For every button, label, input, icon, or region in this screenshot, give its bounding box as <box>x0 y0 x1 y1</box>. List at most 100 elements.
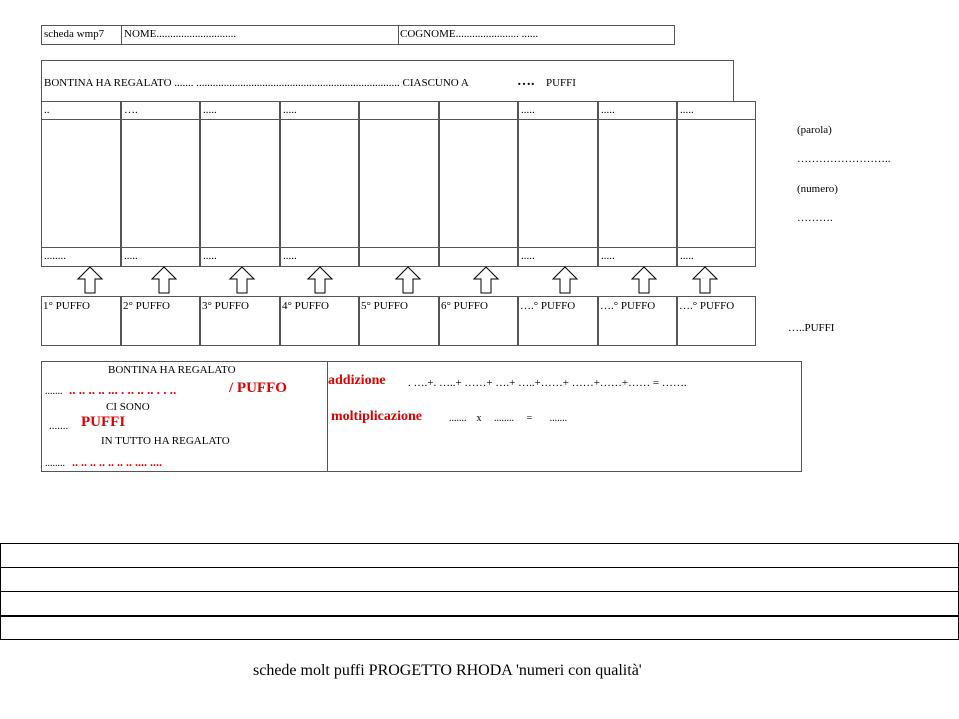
summary-line2-red-dots[interactable]: .. .. .. .. ... . .. .. .. . . .. <box>69 382 177 397</box>
up-arrow-icon <box>77 266 103 294</box>
puffo-label-cell: 1° PUFFO <box>41 296 121 346</box>
numero-dots[interactable]: ………. <box>797 212 833 224</box>
up-arrow-icon <box>552 266 578 294</box>
footer-caption: schede molt puffi PROGETTO RHODA 'numeri… <box>253 662 642 679</box>
drawing-cell[interactable] <box>677 119 756 248</box>
summary-line5: IN TUTTO HA REGALATO <box>101 435 230 447</box>
top-cell[interactable]: .. <box>41 101 121 120</box>
drawing-cell[interactable] <box>41 119 121 248</box>
puffo-label-cell: 2° PUFFO <box>121 296 200 346</box>
bottom-cell[interactable]: ..... <box>200 247 280 267</box>
up-arrow-icon <box>395 266 421 294</box>
top-cell[interactable] <box>439 101 518 120</box>
surname-field[interactable]: COGNOME....................... ...... <box>400 28 539 40</box>
puffo-label-cell: ….° PUFFO <box>677 296 756 346</box>
bottom-cell-text: ..... <box>203 250 217 262</box>
puffo-label-cell: 4° PUFFO <box>280 296 359 346</box>
puffo-label: 1° PUFFO <box>43 300 90 312</box>
summary-line6-dots: ........ <box>45 458 65 469</box>
summary-line2-dots: ....... <box>45 386 63 397</box>
bottom-cell-text: ..... <box>124 250 138 262</box>
drawing-cell[interactable] <box>280 119 359 248</box>
puffo-label-cell: 5° PUFFO <box>359 296 439 346</box>
parola-label: (parola) <box>797 124 832 136</box>
puffo-label: 2° PUFFO <box>123 300 170 312</box>
drawing-cell[interactable] <box>598 119 677 248</box>
top-cell-text: …. <box>124 104 138 116</box>
bottom-cell-text: ........ <box>44 250 66 262</box>
bottom-cell-text: ..... <box>283 250 297 262</box>
up-arrow-icon <box>229 266 255 294</box>
top-cell[interactable]: ..... <box>677 101 756 120</box>
header-divider <box>398 25 399 45</box>
top-cell[interactable] <box>359 101 439 120</box>
summary-line6-red-dots[interactable]: .. .. .. .. .. .. .. .... .... <box>72 455 162 469</box>
bottom-cell[interactable]: ..... <box>280 247 359 267</box>
up-arrow-icon <box>151 266 177 294</box>
bottom-cell[interactable] <box>439 247 518 267</box>
top-cell[interactable]: ..... <box>518 101 598 120</box>
top-cell[interactable]: …. <box>121 101 200 120</box>
top-cell-text: ..... <box>203 104 217 116</box>
header-row <box>41 25 675 45</box>
ruled-line <box>0 567 959 568</box>
summary-box <box>41 361 802 472</box>
header-divider <box>121 25 122 45</box>
puffo-label-cell: ….° PUFFO <box>598 296 677 346</box>
puffo-label-cell: 6° PUFFO <box>439 296 518 346</box>
top-cell-text: ..... <box>680 104 694 116</box>
summary-line1: BONTINA HA REGALATO <box>108 364 236 376</box>
ruled-line <box>0 615 959 617</box>
drawing-cell[interactable] <box>121 119 200 248</box>
bottom-cell[interactable]: ..... <box>121 247 200 267</box>
sentence-text: BONTINA HA REGALATO ....... ............… <box>44 77 469 89</box>
top-cell[interactable]: ..... <box>598 101 677 120</box>
bottom-cell[interactable]: ..... <box>677 247 756 267</box>
puffo-label: ….° PUFFO <box>600 300 656 312</box>
drawing-cell[interactable] <box>518 119 598 248</box>
puffo-label-cell: ….° PUFFO <box>518 296 598 346</box>
per-puffo-label: / PUFFO <box>229 380 287 396</box>
name-field[interactable]: NOME............................. <box>124 28 237 40</box>
puffo-label: 5° PUFFO <box>361 300 408 312</box>
top-cell-text: .. <box>44 104 50 116</box>
moltiplicazione-expression[interactable]: ....... x ........ = ....... <box>449 413 568 424</box>
bottom-cell[interactable] <box>359 247 439 267</box>
up-arrow-icon <box>473 266 499 294</box>
puffo-label: 3° PUFFO <box>202 300 249 312</box>
puffi-total[interactable]: …..PUFFI <box>788 322 835 334</box>
bottom-cell-text: ..... <box>521 250 535 262</box>
bottom-cell[interactable]: ..... <box>598 247 677 267</box>
addizione-expression[interactable]: . ….+. …..+ ……+ ….+ …..+……+ ……+……+…… = …… <box>408 377 687 389</box>
top-cell[interactable]: ..... <box>280 101 359 120</box>
numero-label: (numero) <box>797 183 838 195</box>
bottom-cell[interactable]: ..... <box>518 247 598 267</box>
top-cell-text: ..... <box>521 104 535 116</box>
drawing-cell[interactable] <box>359 119 439 248</box>
parola-dots[interactable]: …………………….. <box>797 153 891 165</box>
bottom-cell-text: ..... <box>680 250 694 262</box>
addizione-label: addizione <box>328 373 386 388</box>
drawing-cell[interactable] <box>439 119 518 248</box>
sentence-dots: …. <box>517 74 535 89</box>
summary-line4-dots[interactable]: ....... <box>49 420 69 432</box>
top-cell-text: ..... <box>601 104 615 116</box>
up-arrow-icon <box>631 266 657 294</box>
bottom-cell-text: ..... <box>601 250 615 262</box>
top-cell-text: ..... <box>283 104 297 116</box>
puffi-label: PUFFI <box>81 414 126 430</box>
puffo-label: ….° PUFFO <box>520 300 576 312</box>
puffo-label: ….° PUFFO <box>679 300 735 312</box>
summary-divider <box>327 361 328 472</box>
drawing-cell[interactable] <box>200 119 280 248</box>
bottom-cell[interactable]: ........ <box>41 247 121 267</box>
up-arrow-icon <box>692 266 718 294</box>
moltiplicazione-label: moltiplicazione <box>331 409 422 424</box>
puffo-label: 4° PUFFO <box>282 300 329 312</box>
puffo-label-cell: 3° PUFFO <box>200 296 280 346</box>
top-cell[interactable]: ..... <box>200 101 280 120</box>
puffo-label: 6° PUFFO <box>441 300 488 312</box>
up-arrow-icon <box>307 266 333 294</box>
summary-line3: CI SONO <box>106 401 150 413</box>
ruled-line <box>0 591 959 592</box>
